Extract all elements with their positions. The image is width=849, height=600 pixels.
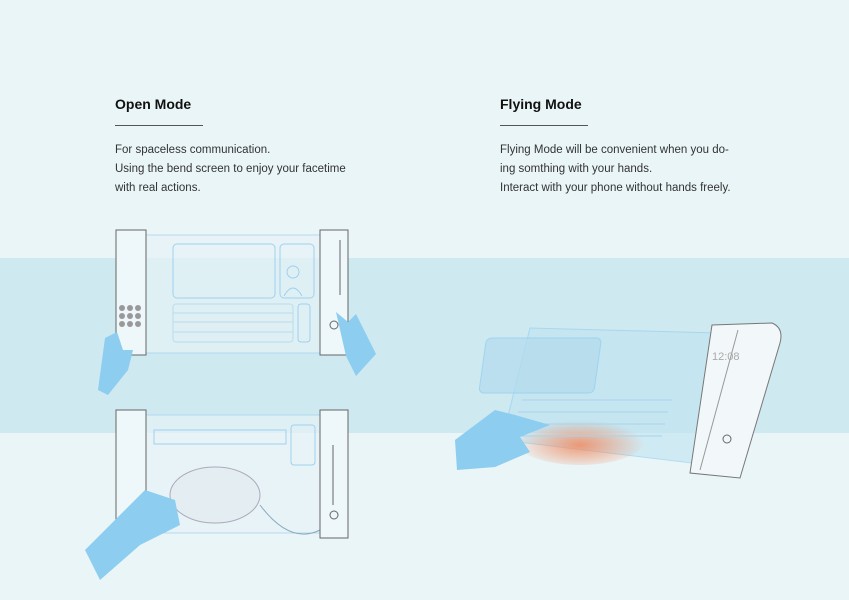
hand-right xyxy=(336,312,376,376)
open-mode-section: Open Mode For spaceless communication. U… xyxy=(115,96,346,198)
open-mode-line: Using the bend screen to enjoy your face… xyxy=(115,163,346,175)
flying-mode-section: Flying Mode Flying Mode will be convenie… xyxy=(500,96,731,198)
open-mode-line: with real actions. xyxy=(115,182,201,194)
flying-mode-line: Flying Mode will be convenient when you … xyxy=(500,144,729,156)
open-mode-device-object xyxy=(115,409,349,539)
hand-holding-object xyxy=(85,490,180,580)
keypad-icon xyxy=(119,305,141,327)
hand-gesture xyxy=(455,410,550,470)
open-mode-title: Open Mode xyxy=(115,96,192,112)
open-mode-device-facetime xyxy=(115,229,349,356)
title-divider xyxy=(115,125,203,126)
title-divider xyxy=(500,125,588,126)
phone-clock: 12:08 xyxy=(712,351,740,363)
open-mode-line: For spaceless communication. xyxy=(115,144,271,156)
flying-mode-title: Flying Mode xyxy=(500,96,582,112)
hand-left xyxy=(98,332,133,395)
flying-mode-device: 12:08 xyxy=(478,322,782,479)
flying-mode-line: ing somthing with your hands. xyxy=(500,163,653,175)
flying-mode-line: Interact with your phone without hands f… xyxy=(500,182,731,194)
keyboard xyxy=(172,303,294,343)
